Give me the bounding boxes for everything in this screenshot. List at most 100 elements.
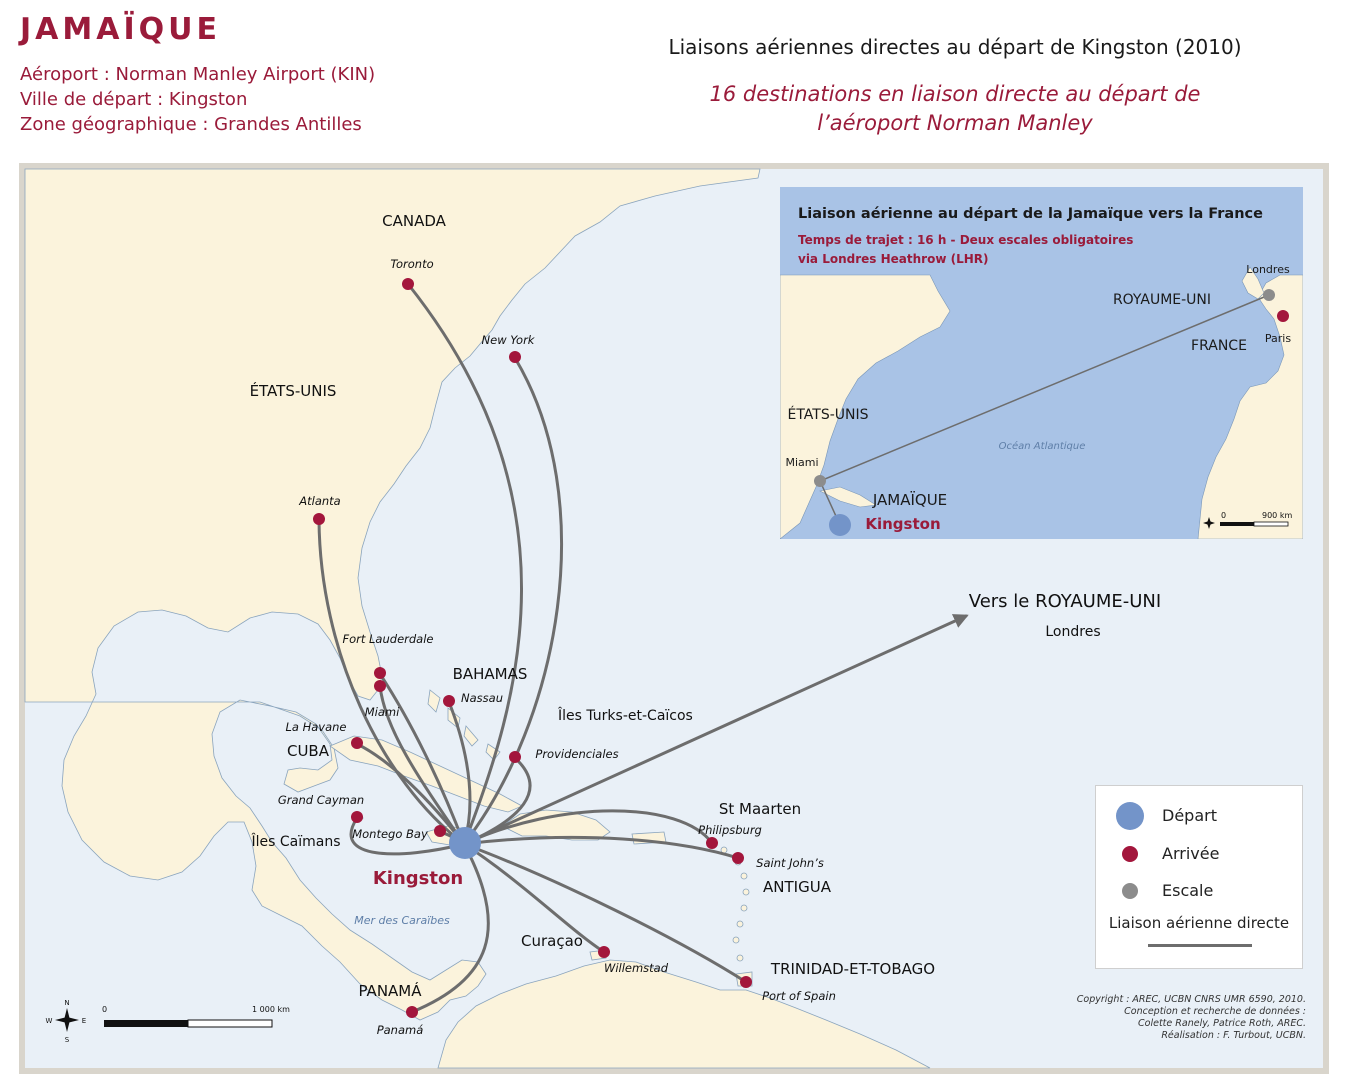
inset-city-london: Londres <box>1246 263 1290 276</box>
label-panama-country: PANAMÁ <box>358 981 422 1000</box>
inset-marker-miami <box>814 475 826 487</box>
marker-toronto <box>402 278 414 290</box>
route-panama <box>410 842 490 1014</box>
route-new-york <box>462 356 564 846</box>
inset-title: Liaison aérienne au départ de la Jamaïqu… <box>798 206 1263 222</box>
city-fort-lauderdale: Fort Lauderdale <box>342 632 433 646</box>
city-panama: Panamá <box>377 1023 424 1037</box>
route-la-havane <box>355 742 466 846</box>
city-providenciales: Providenciales <box>535 747 618 761</box>
marker-montego-bay <box>434 825 446 837</box>
inset-subtitle-2: via Londres Heathrow (LHR) <box>798 252 989 266</box>
label-st-maarten: St Maarten <box>719 800 801 818</box>
route-grand-cayman <box>349 816 466 856</box>
city-grand-cayman: Grand Cayman <box>278 793 364 807</box>
label-antigua: ANTIGUA <box>763 878 832 896</box>
credit-line: Copyright : AREC, UCBN CNRS UMR 6590, 20… <box>1076 994 1306 1005</box>
inset-city-kingston: Kingston <box>865 515 940 533</box>
marker-atlanta <box>313 513 325 525</box>
compass-w: W <box>46 1017 53 1025</box>
inset-label-uk: ROYAUME-UNI <box>1113 292 1211 308</box>
credits: Copyright : AREC, UCBN CNRS UMR 6590, 20… <box>1066 994 1306 1042</box>
uk-route-label: Vers le ROYAUME-UNI <box>969 591 1161 612</box>
route-willemstad <box>462 842 606 954</box>
marker-port-of-spain <box>740 976 752 988</box>
label-trinidad: TRINIDAD-ET-TOBAGO <box>770 960 935 978</box>
airport-line: Aéroport : Norman Manley Airport (KIN) <box>20 64 376 85</box>
city-saint-johns: Saint John’s <box>756 856 824 870</box>
credit-line: Conception et recherche de données : <box>1124 1006 1306 1017</box>
route-port-of-spain <box>462 842 748 984</box>
inset-scale-end: 900 km <box>1262 511 1292 520</box>
inset-marker-kingston <box>829 514 851 536</box>
marker-philipsburg <box>706 837 718 849</box>
marker-willemstad <box>598 946 610 958</box>
label-canada: CANADA <box>382 212 447 230</box>
city-toronto: Toronto <box>390 257 433 271</box>
land-south-america <box>437 959 931 1069</box>
inset-label-usa: ÉTATS-UNIS <box>787 406 868 423</box>
scale-bar: 0 1 000 km <box>102 1005 290 1028</box>
inset-label-france: FRANCE <box>1191 338 1247 354</box>
marker-kingston-departure <box>449 827 481 859</box>
marker-fort-lauderdale <box>374 667 386 679</box>
inset-city-miami: Miami <box>785 456 818 469</box>
city-willemstad: Willemstad <box>604 961 669 975</box>
marker-providenciales <box>509 751 521 763</box>
label-etats-unis: ÉTATS-UNIS <box>250 381 337 400</box>
legend-stopover-label: Escale <box>1162 881 1214 900</box>
marker-panama <box>406 1006 418 1018</box>
airport-info: Aéroport : Norman Manley Airport (KIN) V… <box>20 62 375 137</box>
city-philipsburg: Philipsburg <box>698 823 762 837</box>
zone-line: Zone géographique : Grandes Antilles <box>20 114 362 135</box>
country-title: JAMAÏQUE <box>20 12 221 47</box>
compass-n: N <box>64 999 69 1007</box>
marker-la-havane <box>351 737 363 749</box>
land-north-america <box>24 168 761 1021</box>
route-uk-arrow <box>462 614 969 846</box>
legend-departure-symbol <box>1116 802 1144 830</box>
city-line: Ville de départ : Kingston <box>20 89 248 110</box>
compass-rose-icon: N E S W <box>46 999 87 1044</box>
inset-land-cuba <box>819 486 877 508</box>
city-montego-bay: Montego Bay <box>352 827 428 841</box>
credit-line: Réalisation : F. Turbout, UCBN. <box>1161 1030 1306 1041</box>
inset-marker-paris <box>1277 310 1289 322</box>
inset-subtitle-1: Temps de trajet : 16 h - Deux escales ob… <box>798 233 1133 247</box>
legend-route-label: Liaison aérienne directe <box>1108 914 1290 932</box>
route-toronto <box>406 282 523 846</box>
inset-scale-start: 0 <box>1221 511 1226 520</box>
marker-nassau <box>443 695 455 707</box>
city-nassau: Nassau <box>461 691 503 705</box>
label-cuba: CUBA <box>287 742 330 760</box>
route-atlanta <box>317 518 466 846</box>
compass-s: S <box>65 1036 70 1044</box>
city-atlanta: Atlanta <box>298 494 340 508</box>
marker-grand-cayman <box>351 811 363 823</box>
legend-departure-label: Départ <box>1162 806 1217 825</box>
legend-stopover: Escale <box>1096 881 1302 909</box>
routes <box>317 282 969 1014</box>
route-nassau <box>447 700 472 846</box>
legend-arrival: Arrivée <box>1096 844 1302 872</box>
legend: Départ Arrivée Escale Liaison aérienne d… <box>1095 785 1303 969</box>
inset-ocean: Océan Atlantique <box>999 440 1086 452</box>
inset-city-paris: Paris <box>1265 332 1291 345</box>
marker-new-york <box>509 351 521 363</box>
scale-end: 1 000 km <box>252 1005 290 1014</box>
legend-departure: Départ <box>1096 802 1302 830</box>
label-turks-caicos: Îles Turks-et-Caïcos <box>557 706 693 724</box>
city-kingston: Kingston <box>373 868 463 889</box>
city-port-of-spain: Port of Spain <box>762 989 836 1003</box>
route-miami <box>378 684 466 846</box>
city-new-york: New York <box>482 333 536 347</box>
city-la-havane: La Havane <box>285 720 346 734</box>
inset-compass-icon <box>1203 517 1215 529</box>
subtitle-line-2: l’aéroport Norman Manley <box>817 111 1093 135</box>
destination-markers <box>313 278 752 1018</box>
route-philipsburg <box>462 809 714 846</box>
inset-land-americas <box>780 274 951 539</box>
uk-route-city: Londres <box>1045 624 1100 640</box>
legend-arrival-symbol <box>1122 846 1138 862</box>
map-title: Liaisons aériennes directes au départ de… <box>668 35 1242 59</box>
